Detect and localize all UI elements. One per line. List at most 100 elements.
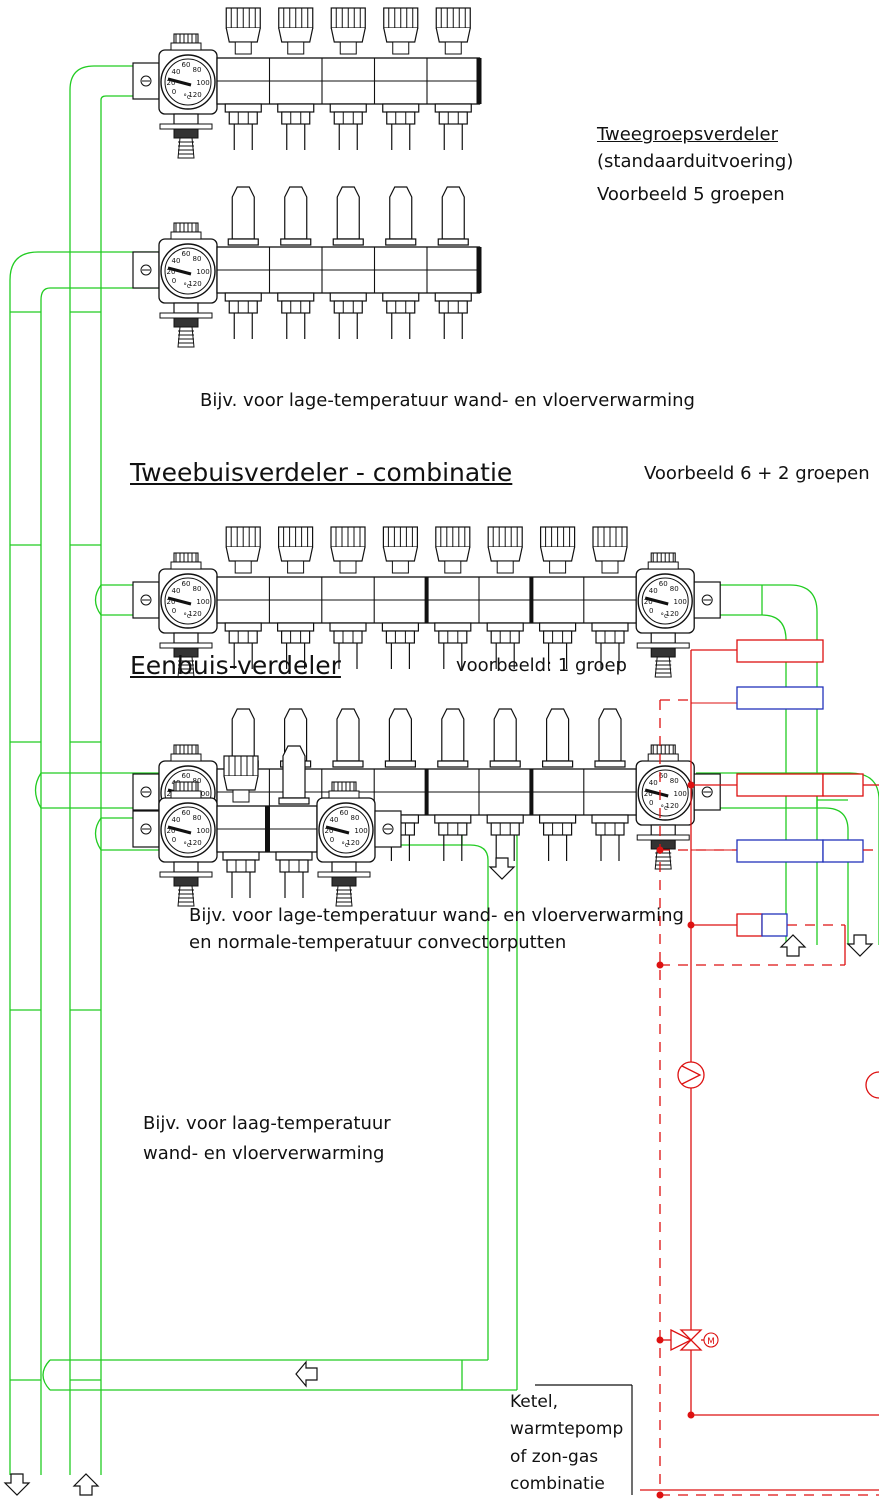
valve-cap-icon <box>225 526 261 574</box>
gauge-tick-label: 60 <box>182 250 191 258</box>
valve-cap-icon <box>383 7 419 55</box>
drain-valve-icon <box>159 861 213 907</box>
motor-icon <box>703 1332 719 1348</box>
gauge-tick-label: 60 <box>340 809 349 817</box>
gauge-tick-label: 0 <box>649 607 653 615</box>
single-pipe-title: Eenbuis-verdeler <box>130 651 341 680</box>
gauge-needle <box>325 825 350 835</box>
gauge-tick-label: 100 <box>354 827 367 835</box>
gauge-needle <box>644 788 669 798</box>
pipe-fitting-icon <box>382 103 420 150</box>
gauge-tick-label: 100 <box>196 790 209 798</box>
pipe-fitting-icon <box>382 292 420 339</box>
gauge-tick-label: 120 <box>188 91 201 99</box>
pipe-fitting-icon <box>275 851 313 898</box>
two-group-subtitle: (standaarduitvoering) <box>597 151 794 172</box>
gauge-needle <box>167 77 192 87</box>
gauge-tick-label: 80 <box>193 255 202 263</box>
hot-radiator <box>736 773 824 797</box>
gauge-tick-label: 20 <box>325 827 334 835</box>
cold-radiator <box>736 686 824 710</box>
pipe-segment <box>94 817 162 851</box>
single-pipe-caption-line1: Bijv. voor laag-temperatuur <box>143 1113 391 1134</box>
combination-example: Voorbeeld 6 + 2 groepen <box>644 463 870 484</box>
pipe-fitting-icon <box>329 292 367 339</box>
junction-dot <box>687 1411 695 1419</box>
gauge-tick-label: 80 <box>351 814 360 822</box>
gauge-unit-label: °c <box>183 841 191 849</box>
gauge-tick-label: 100 <box>196 827 209 835</box>
gauge-tick-label: 60 <box>182 809 191 817</box>
pipe-fitting-icon <box>538 814 577 861</box>
boiler-label-line2: warmtepomp <box>510 1419 624 1439</box>
gauge-tick-label: 40 <box>649 779 658 787</box>
cold-radiator <box>761 913 788 937</box>
flow-meter-icon <box>385 186 417 246</box>
boiler-label-line4: combinatie <box>510 1474 605 1494</box>
two-group-caption: Bijv. voor lage-temperatuur wand- en vlo… <box>200 390 695 411</box>
drain-valve-icon <box>159 113 213 159</box>
flow-meter-icon <box>227 186 259 246</box>
junction-dot <box>656 961 664 969</box>
pipe-fitting-icon <box>538 622 577 669</box>
gauge-tick-label: 80 <box>193 66 202 74</box>
gauge-tick-label: 100 <box>674 790 687 798</box>
hot-radiator <box>736 913 763 937</box>
pipe-segment <box>100 95 162 1475</box>
pipe-segment <box>696 584 818 945</box>
drain-valve-icon <box>636 632 690 678</box>
manifold-end-cap <box>476 58 482 104</box>
air-vent-icon <box>647 552 679 570</box>
gauge-tick-label: 120 <box>346 839 359 847</box>
combination-caption-line1: Bijv. voor lage-temperatuur wand- en vlo… <box>189 905 684 926</box>
gauge-tick-label: 20 <box>644 790 653 798</box>
gauge-tick-label: 40 <box>649 587 658 595</box>
pipe-fitting-icon <box>224 292 262 339</box>
gauge-unit-label: °c <box>661 612 669 620</box>
gauge-tick-label: 80 <box>670 777 679 785</box>
flow-meter-icon <box>594 708 626 768</box>
pipe-segment <box>94 584 162 616</box>
valve-cap-icon <box>225 7 261 55</box>
flow-down-arrow-icon <box>846 934 874 957</box>
gauge-tick-label: 40 <box>172 257 181 265</box>
flow-down-arrow-icon <box>488 857 516 880</box>
cold-radiator <box>736 839 824 863</box>
flow-meter-icon <box>332 708 364 768</box>
pipe-fitting-icon <box>591 814 629 861</box>
gauge-tick-label: 0 <box>172 277 176 285</box>
gauge-tick-label: 120 <box>188 280 201 288</box>
flow-left-arrow-icon <box>295 1360 318 1388</box>
gauge-tick-label: 40 <box>330 816 339 824</box>
single-pipe-caption-line2: wand- en vloerverwarming <box>143 1143 385 1164</box>
drain-valve-icon <box>317 861 371 907</box>
air-vent-icon <box>647 744 679 762</box>
gauge-tick-label: 100 <box>196 598 209 606</box>
valve-cap-icon <box>539 526 576 574</box>
gauge-tick-label: 80 <box>193 814 202 822</box>
gauge-tick-label: 0 <box>172 836 176 844</box>
valve-cap-icon <box>223 755 259 803</box>
valve-cap-icon <box>278 7 314 55</box>
valve-cap-icon <box>435 526 471 574</box>
flow-meter-icon <box>384 708 416 768</box>
gauge-tick-label: 20 <box>167 268 176 276</box>
gauge-needle <box>167 825 192 835</box>
gauge-tick-label: 80 <box>193 777 202 785</box>
pipe-fitting-icon <box>486 622 524 669</box>
gauge-tick-label: 100 <box>674 598 687 606</box>
gauge-tick-label: 40 <box>172 816 181 824</box>
valve-cap-icon <box>330 526 366 574</box>
gauge-tick-label: 60 <box>182 61 191 69</box>
pipe-fitting-icon <box>329 103 367 150</box>
gauge-tick-label: 120 <box>666 802 679 810</box>
gauge-tick-label: 20 <box>644 598 653 606</box>
pipe-fitting-icon <box>277 103 315 150</box>
two-group-example: Voorbeeld 5 groepen <box>597 184 785 205</box>
gauge-tick-label: 40 <box>172 587 181 595</box>
flow-arrows <box>3 857 874 1496</box>
